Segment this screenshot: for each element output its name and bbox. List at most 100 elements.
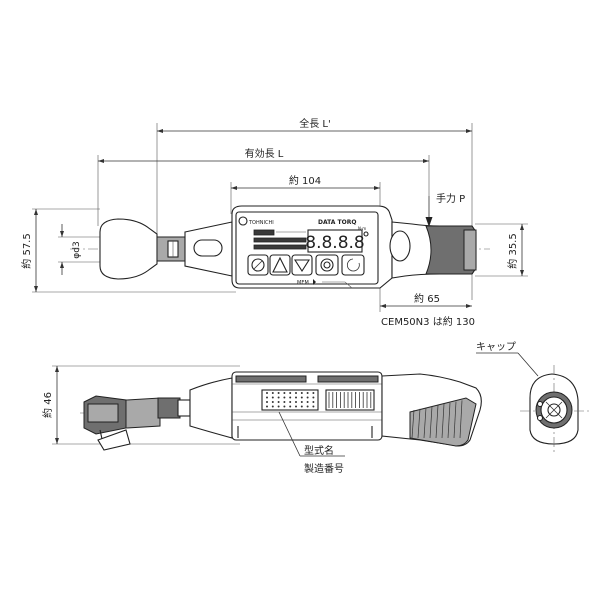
connector-dot bbox=[283, 396, 286, 399]
arrow-head bbox=[157, 129, 163, 133]
connector-dot bbox=[312, 392, 315, 394]
label-approx-35-5: 約 35.5 bbox=[506, 233, 519, 268]
arrow-head bbox=[34, 286, 38, 292]
arrow-head bbox=[60, 262, 64, 268]
connector-dot bbox=[271, 396, 274, 399]
connector-dot bbox=[289, 405, 292, 408]
arrow-head bbox=[34, 209, 38, 215]
connector-dot bbox=[306, 396, 309, 399]
grip-rib bbox=[429, 406, 433, 439]
connector-dot bbox=[300, 396, 303, 399]
connector-dot bbox=[266, 401, 268, 403]
arrow-head bbox=[466, 304, 472, 308]
down-triangle-icon bbox=[293, 259, 311, 273]
side-dimensions: 約 46 bbox=[41, 365, 240, 445]
connector-dot bbox=[271, 392, 274, 394]
label-total-length: 全長 L' bbox=[299, 117, 331, 130]
side-view-wrench bbox=[80, 371, 482, 451]
connector-dot bbox=[289, 401, 292, 403]
connector-dot bbox=[266, 392, 268, 394]
callout-model: 型式名 製造番号 bbox=[278, 411, 345, 475]
label-phi-d3: φd3 bbox=[72, 241, 82, 258]
leader-model-name bbox=[278, 411, 301, 457]
end-view: キャップ bbox=[476, 341, 590, 455]
connector-dot bbox=[295, 396, 297, 399]
connector-dot bbox=[289, 392, 292, 394]
brand-name: TOHNICHI bbox=[248, 220, 274, 226]
connector-dot bbox=[295, 392, 297, 394]
connector-dot bbox=[266, 405, 268, 408]
grip-rib bbox=[411, 409, 415, 439]
mem-arrow-icon bbox=[313, 279, 316, 285]
label-effective-length: 有効長 L bbox=[245, 147, 284, 160]
product-name: DATA TORQ bbox=[318, 219, 356, 226]
connector-dot bbox=[300, 401, 303, 403]
connector-dot bbox=[300, 392, 303, 394]
connector-panel bbox=[261, 389, 319, 411]
connector-dot bbox=[266, 396, 268, 399]
connector-dot bbox=[277, 405, 280, 408]
connector-dots bbox=[266, 392, 315, 408]
brand-logo-icon bbox=[238, 216, 248, 226]
arrow-head bbox=[374, 186, 380, 190]
hand-force-arrow-head bbox=[425, 217, 433, 227]
connector-dot bbox=[289, 396, 292, 399]
cap-leader-line bbox=[517, 352, 539, 377]
seven-segment-digits: 8.8.8.8 bbox=[305, 233, 364, 253]
grip-rib bbox=[459, 400, 463, 439]
lcd-bar-graph bbox=[253, 244, 307, 250]
grip-rib bbox=[423, 407, 427, 439]
lcd-status-bar bbox=[253, 229, 275, 236]
label-approx-65: 約 65 bbox=[414, 292, 440, 305]
label-approx-57-5: 約 57.5 bbox=[20, 233, 33, 268]
grip-rib bbox=[441, 403, 445, 439]
arrow-head bbox=[380, 304, 386, 308]
connector-dot bbox=[306, 401, 309, 403]
ratchet-square-drive bbox=[87, 403, 119, 423]
handle-end-cap bbox=[463, 229, 477, 271]
connector-dot bbox=[295, 405, 297, 408]
connector-dot bbox=[306, 405, 309, 408]
indicator-lamp-icon bbox=[363, 231, 369, 237]
end-cap-cross-icon bbox=[545, 401, 563, 419]
arrow-head bbox=[423, 159, 429, 163]
connector-dot bbox=[283, 405, 286, 408]
control-buttons bbox=[247, 254, 365, 276]
connector-dot bbox=[306, 392, 309, 394]
connector-dot bbox=[283, 392, 286, 394]
connector-dot bbox=[312, 401, 315, 403]
connector-dot bbox=[283, 401, 286, 403]
side-neck bbox=[189, 377, 233, 439]
side-shaft bbox=[125, 397, 161, 429]
housing-edge-line bbox=[322, 281, 353, 289]
grip-rib bbox=[453, 401, 457, 439]
side-shaft-block bbox=[157, 397, 181, 419]
connector-dot bbox=[300, 405, 303, 408]
mem-label: MEM bbox=[297, 280, 309, 286]
connector-dot bbox=[277, 396, 280, 399]
unit-mark: N·m bbox=[358, 226, 366, 231]
connector-dot bbox=[277, 392, 280, 394]
connector-dot bbox=[271, 405, 274, 408]
seven-segment-window bbox=[307, 229, 363, 253]
reset-button bbox=[341, 254, 365, 276]
label-model-name: 型式名 bbox=[304, 444, 334, 457]
warning-icon bbox=[272, 256, 288, 273]
arrow-head bbox=[466, 129, 472, 133]
end-cap-notch bbox=[536, 400, 544, 408]
label-hand-force: 手力 P bbox=[436, 192, 465, 205]
arrow-head bbox=[231, 186, 237, 190]
connector-dot bbox=[312, 405, 315, 408]
side-grip-ribs bbox=[411, 400, 463, 439]
label-plate-ribs bbox=[328, 392, 372, 408]
arrow-head bbox=[55, 366, 59, 372]
label-cap: キャップ bbox=[476, 341, 516, 353]
label-serial-number: 製造番号 bbox=[304, 462, 344, 475]
arrow-head bbox=[98, 159, 104, 163]
shaft-slot bbox=[193, 239, 223, 257]
housing-top-strip-right bbox=[317, 375, 379, 383]
wrench-head-ring bbox=[99, 218, 158, 280]
arrow-head bbox=[55, 438, 59, 444]
